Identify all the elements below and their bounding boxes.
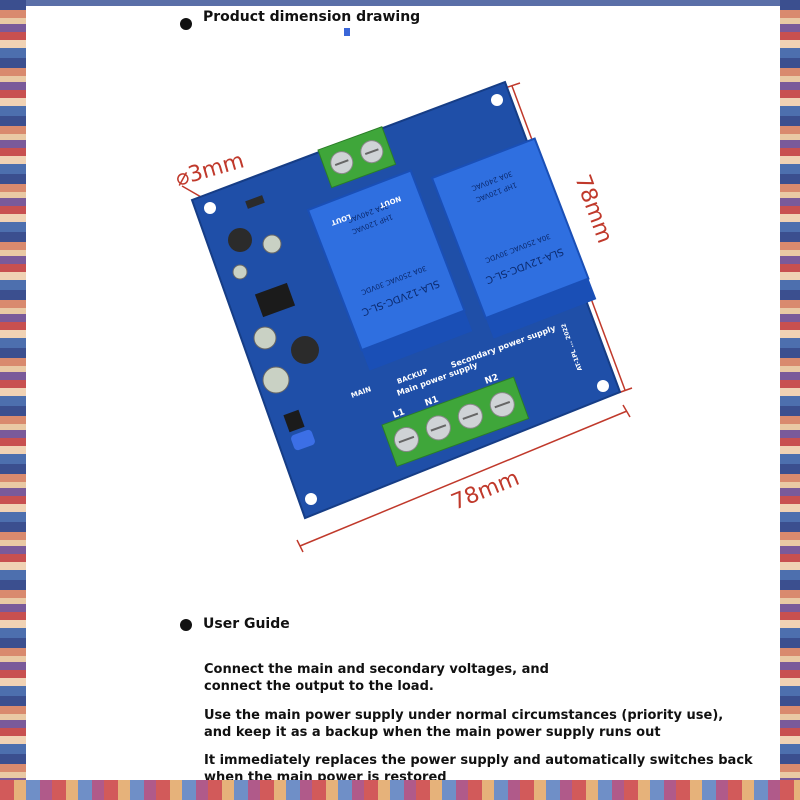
blue-capacitor [291,429,315,451]
capacitor [232,264,248,280]
relay-2: SLA-12VDC-SL-C 30A 250VAC 30VDC 1HP 120V… [430,137,597,339]
capacitor [253,326,277,350]
decorative-border-right [780,0,800,800]
capacitor [262,366,290,394]
transistor [283,409,305,433]
decorative-border-left [0,0,26,800]
guide-line: Connect the main and secondary voltages,… [204,662,549,677]
pcb-board: SLA-12VDC-SL-C 30A 250VAC 30VDC 1HP 120V… [190,80,622,520]
section-bullet [180,619,192,631]
height-dimension-label: 78mm [569,172,617,247]
n1-label: N1 [424,395,440,409]
guide-line: and keep it as a backup when the main po… [204,725,661,740]
decorative-border-bottom [0,780,800,800]
guide-line: It immediately replaces the power supply… [204,753,753,768]
width-dimension-label: 78mm [448,466,523,516]
guide-paragraph-1: Connect the main and secondary voltages,… [204,661,549,695]
mounting-hole [597,380,609,392]
section-bullet [180,18,192,30]
capacitor [291,336,319,364]
l1-label: L1 [392,407,407,421]
mounting-hole [305,493,317,505]
blue-marker [344,28,350,36]
mounting-hole [491,94,503,106]
output-terminal-block [317,126,397,189]
ic-chip [254,282,296,318]
section-title-dimension: Product dimension drawing [203,9,421,25]
guide-paragraph-2: Use the main power supply under normal c… [204,707,723,741]
n2-label: N2 [484,373,500,387]
guide-line: Use the main power supply under normal c… [204,708,724,723]
decorative-border-top [0,0,800,6]
section-title-guide: User Guide [203,616,290,632]
capacitor [228,228,252,252]
smd-parts [245,195,265,209]
guide-line: connect the output to the load. [204,679,434,694]
mounting-hole [204,202,216,214]
capacitor [262,234,282,254]
input-terminal-block [381,376,530,467]
relay-1: SLA-12VDC-SL-C 30A 250VAC 30VDC 1HP 120V… [306,169,473,371]
product-drawing: ⌀3mm 78mm 78mm SLA-12VDC-SL-C 30A 250VAC… [173,80,633,553]
